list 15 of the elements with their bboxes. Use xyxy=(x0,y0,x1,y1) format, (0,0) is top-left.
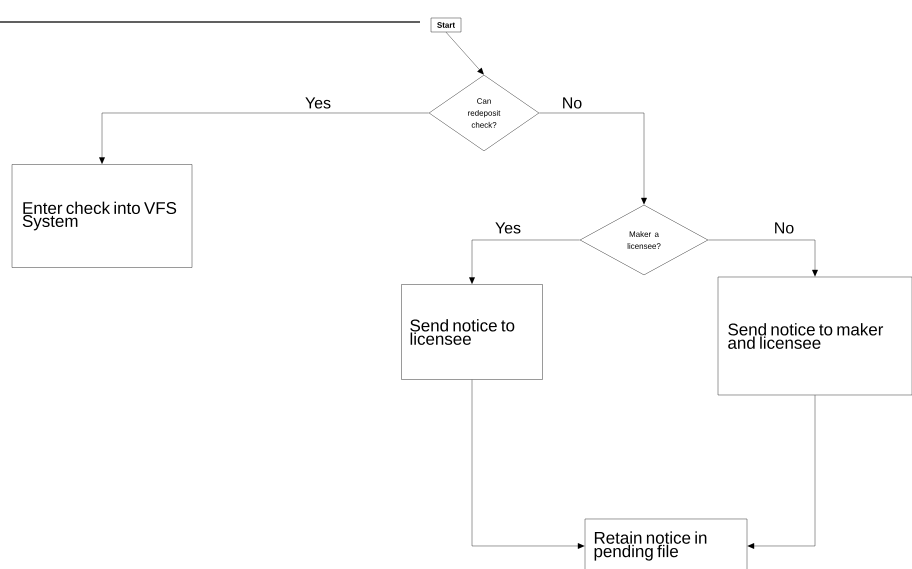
arrow xyxy=(472,380,584,549)
arrow xyxy=(748,395,816,549)
process-box: Retain notice in pending file xyxy=(584,518,748,569)
arrow xyxy=(708,240,818,276)
arrow xyxy=(446,32,484,75)
edge-label: Yes xyxy=(495,222,520,234)
process-box: Send notice to licensee xyxy=(401,284,543,380)
process-box: Send notice to maker and licensee xyxy=(718,276,912,396)
process-box: Enter check into VFS System xyxy=(12,164,192,268)
edge-label: No xyxy=(775,222,794,234)
arrow xyxy=(469,240,580,284)
arrow xyxy=(99,112,429,164)
edge-label: No xyxy=(563,97,582,109)
arrow xyxy=(539,112,647,204)
edge-label: Yes xyxy=(305,97,330,109)
